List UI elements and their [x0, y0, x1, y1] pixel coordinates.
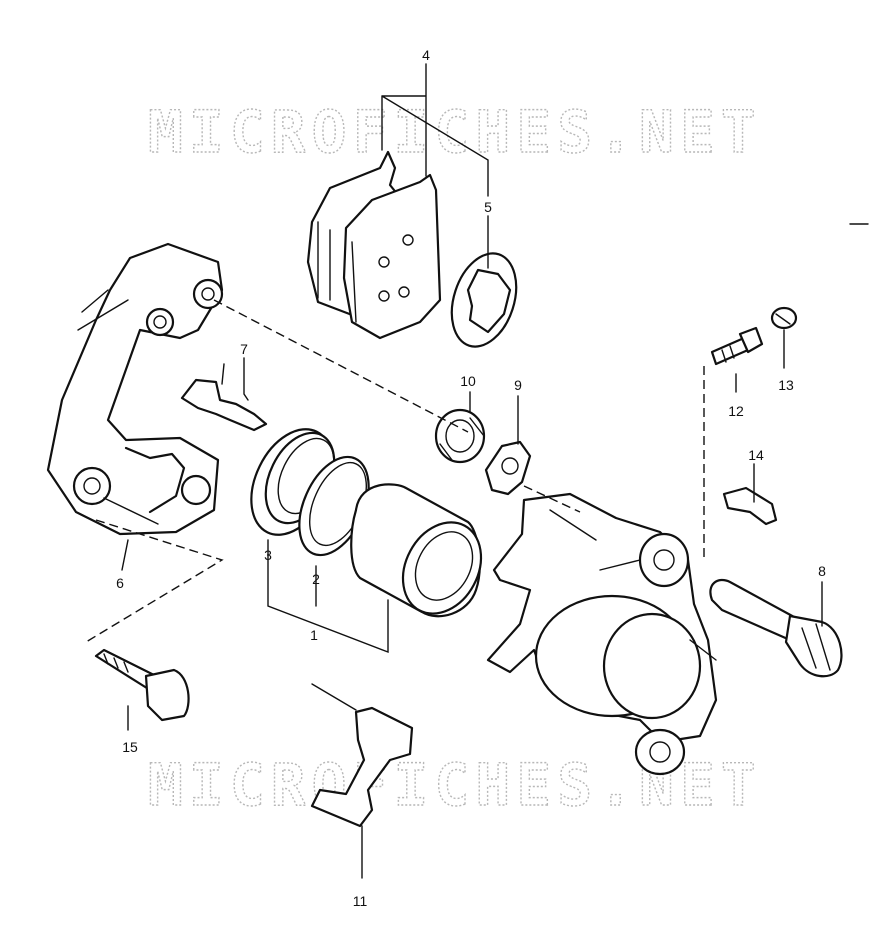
part-5-shim: [450, 252, 518, 348]
callout-13: 13: [778, 377, 794, 393]
callout-10: 10: [460, 373, 476, 389]
callout-6: 6: [116, 575, 124, 591]
part-7-pad-spring: [180, 363, 268, 432]
part-1-piston: [350, 483, 483, 618]
callout-5: 5: [484, 199, 492, 215]
watermark-top: MICROFICHES.NET: [148, 98, 762, 166]
part-4-brake-pads: [306, 150, 442, 340]
callout-8: 8: [818, 563, 826, 579]
callout-3: 3: [264, 547, 272, 563]
callout-9: 9: [514, 377, 522, 393]
part-12-bleeder-valve: [710, 326, 764, 366]
callout-12: 12: [728, 403, 744, 419]
part-14-clip: [722, 486, 778, 526]
callout-2: 2: [312, 571, 320, 587]
callout-11: 11: [353, 893, 368, 909]
part-9-boot: [484, 440, 532, 496]
callout-labels: 1 2 3 4 5 6 7 8 9 10 11 12 13 14 15: [116, 47, 826, 909]
leader-lines: [85, 63, 869, 879]
callout-7: 7: [240, 341, 248, 357]
caliper-body: [486, 492, 718, 776]
part-8-pin-bolt: [709, 578, 843, 678]
callout-14: 14: [748, 447, 764, 463]
part-6-bracket: [46, 242, 224, 536]
callout-4: 4: [422, 47, 430, 63]
part-10-sleeve: [434, 408, 486, 464]
callout-1: 1: [310, 627, 318, 643]
part-15-bolt: [94, 648, 190, 722]
callout-15: 15: [122, 739, 138, 755]
part-11-pad-retainer: [310, 683, 414, 828]
part-13-bleeder-cap: [770, 306, 798, 330]
